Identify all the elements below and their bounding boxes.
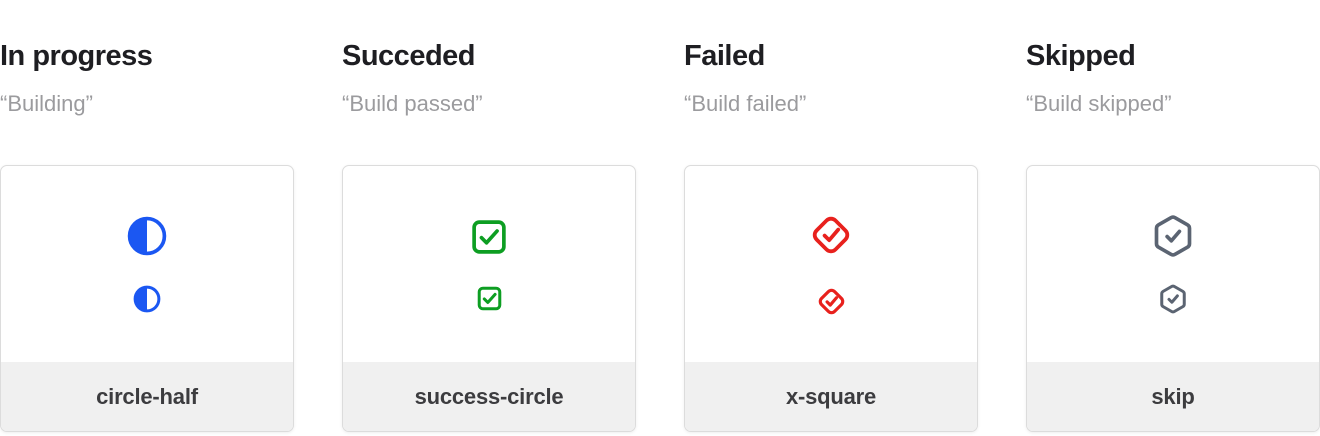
status-quote: “Building” (0, 91, 93, 116)
status-title: Skipped (1026, 40, 1136, 72)
icon-label: skip (1151, 383, 1195, 409)
card-footer: success-circle (343, 362, 635, 431)
icon-card: circle-half (0, 165, 294, 432)
diamond-check-icon (815, 285, 848, 318)
status-quote: “Build failed” (684, 91, 807, 116)
circle-half-icon (125, 214, 169, 258)
hexagon-check-icon (1158, 284, 1188, 314)
status-column-failed: Failed “Build failed” x-square (684, 0, 978, 436)
icon-card: success-circle (342, 165, 636, 432)
status-title: Failed (684, 40, 765, 72)
card-footer: circle-half (1, 362, 293, 431)
hexagon-check-icon (1151, 214, 1195, 258)
status-column-succeded: Succeded “Build passed” succes (342, 0, 636, 436)
check-square-icon (468, 216, 510, 258)
status-column-in-progress: In progress “Building” circle- (0, 0, 294, 436)
status-quote: “Build passed” (342, 91, 483, 116)
diamond-check-icon (807, 211, 855, 259)
card-body (1027, 166, 1319, 362)
card-body (1, 166, 293, 362)
icon-card: x-square (684, 165, 978, 432)
circle-half-icon (132, 284, 162, 314)
icon-label: circle-half (96, 383, 198, 409)
status-title: Succeded (342, 40, 476, 72)
status-title: In progress (0, 40, 153, 72)
card-footer: skip (1027, 362, 1319, 431)
icon-label: x-square (785, 383, 877, 409)
status-quote: “Build skipped” (1026, 91, 1172, 116)
card-body (343, 166, 635, 362)
check-square-icon (475, 284, 504, 313)
icon-label: success-circle (414, 383, 564, 409)
card-body (685, 166, 977, 362)
status-column-skipped: Skipped “Build skipped” skip (1026, 0, 1320, 436)
icon-card: skip (1026, 165, 1320, 432)
card-footer: x-square (685, 362, 977, 431)
